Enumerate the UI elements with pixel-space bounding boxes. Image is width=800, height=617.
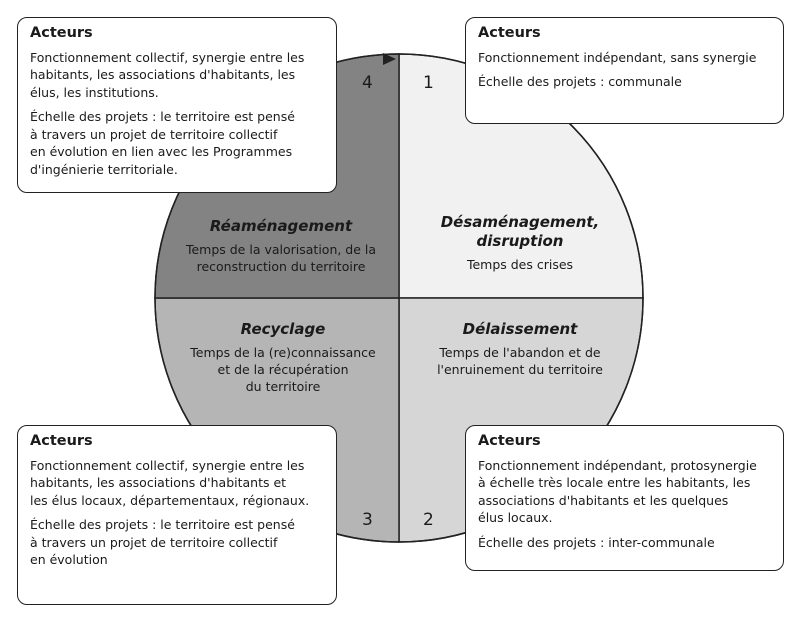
quadrant-2-title: Délaissement — [462, 320, 578, 338]
cycle-arrow-icon — [383, 53, 396, 65]
quadrant-1-description: Temps des crises — [466, 257, 574, 272]
quadrant-1-title: Désaménagement, disruption — [440, 213, 600, 250]
quadrant-number-3: 3 — [362, 510, 373, 530]
quadrant-number-1: 1 — [423, 73, 434, 93]
quadrant-number-4: 4 — [362, 73, 373, 93]
project-scale-text: Échelle des projets : communale — [478, 74, 682, 89]
quadrant-2-description: Temps de l'abandon et de l'enruinement d… — [437, 345, 603, 377]
actors-box-bottom-left: Acteurs Fonctionnement collectif, synerg… — [17, 425, 337, 605]
actors-box-top-left: Acteurs Fonctionnement collectif, synerg… — [17, 17, 337, 193]
quadrant-3-title: Recyclage — [240, 320, 326, 338]
actors-heading: Acteurs — [30, 433, 93, 449]
actors-functioning-text: Fonctionnement collectif, synergie entre… — [30, 457, 310, 508]
actors-heading: Acteurs — [478, 433, 541, 449]
actors-functioning-text: Fonctionnement indépendant, sans synergi… — [478, 49, 757, 65]
project-scale-text: Échelle des projets : inter-communale — [478, 534, 715, 550]
project-scale-text: Échelle des projets : le territoire est … — [30, 517, 295, 567]
actors-heading: Acteurs — [478, 25, 541, 41]
actors-functioning-text: Fonctionnement collectif, synergie entre… — [30, 49, 305, 100]
actors-box-bottom-right: Acteurs Fonctionnement indépendant, prot… — [465, 425, 784, 571]
quadrant-1-label: Désaménagement, disruption Temps des cri… — [405, 213, 635, 273]
quadrant-3-description: Temps de la (re)connaissance et de la ré… — [190, 345, 376, 394]
project-scale-text: Échelle des projets : le territoire est … — [30, 109, 295, 177]
quadrant-4-label: Réaménagement Temps de la valorisation, … — [168, 217, 394, 275]
cycle-outline — [154, 53, 644, 543]
actors-functioning-text: Fonctionnement indépendant, protosynergi… — [478, 457, 757, 526]
quadrant-2-label: Délaissement Temps de l'abandon et de l'… — [405, 320, 635, 378]
quadrant-number-2: 2 — [423, 510, 434, 530]
quadrant-4-description: Temps de la valorisation, de la reconstr… — [185, 242, 377, 274]
quadrant-4-title: Réaménagement — [209, 217, 353, 235]
actors-box-top-right: Acteurs Fonctionnement indépendant, sans… — [465, 17, 784, 124]
actors-heading: Acteurs — [30, 25, 93, 41]
quadrant-3-label: Recyclage Temps de la (re)connaissance e… — [172, 320, 394, 395]
